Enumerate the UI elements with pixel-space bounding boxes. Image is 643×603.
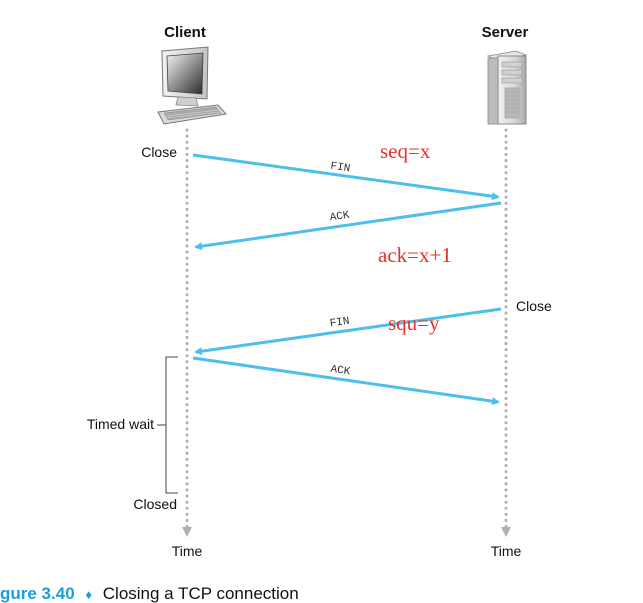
figure-caption: gure 3.40 ♦ Closing a TCP connection <box>0 584 299 603</box>
fin-arrow-client-to-server <box>192 153 500 201</box>
message-label-ack-2: ACK <box>330 364 352 379</box>
client-timeline-arrowhead <box>182 527 192 537</box>
client-time-label: Time <box>172 543 203 559</box>
client-label: Client <box>164 24 206 41</box>
server-label: Server <box>482 24 529 41</box>
message-label-ack-1: ACK <box>329 210 351 225</box>
annotation-seq: seq=x <box>380 139 431 163</box>
message-label-fin-2: FIN <box>329 316 350 331</box>
caption-separator: ♦ <box>85 587 92 602</box>
timed-wait-label: Timed wait <box>87 416 154 432</box>
client-closed-label: Closed <box>133 496 177 512</box>
server-tower-icon <box>486 50 528 125</box>
client-close-label: Close <box>141 144 177 160</box>
annotation-ack: ack=x+1 <box>378 243 452 267</box>
server-timeline-arrowhead <box>501 527 511 537</box>
server-close-label: Close <box>516 298 552 314</box>
figure-number: gure 3.40 <box>0 584 75 603</box>
ack-arrow-client-to-server <box>192 356 500 406</box>
ack-arrow-server-to-client <box>194 201 502 251</box>
server-time-label: Time <box>491 543 522 559</box>
caption-text: Closing a TCP connection <box>103 584 299 603</box>
annotation-squ: squ=y <box>388 311 440 335</box>
desktop-computer-icon <box>157 46 227 125</box>
timed-wait-bracket <box>157 356 178 494</box>
fin-arrow-server-to-client <box>194 307 502 356</box>
message-label-fin-1: FIN <box>330 161 351 176</box>
